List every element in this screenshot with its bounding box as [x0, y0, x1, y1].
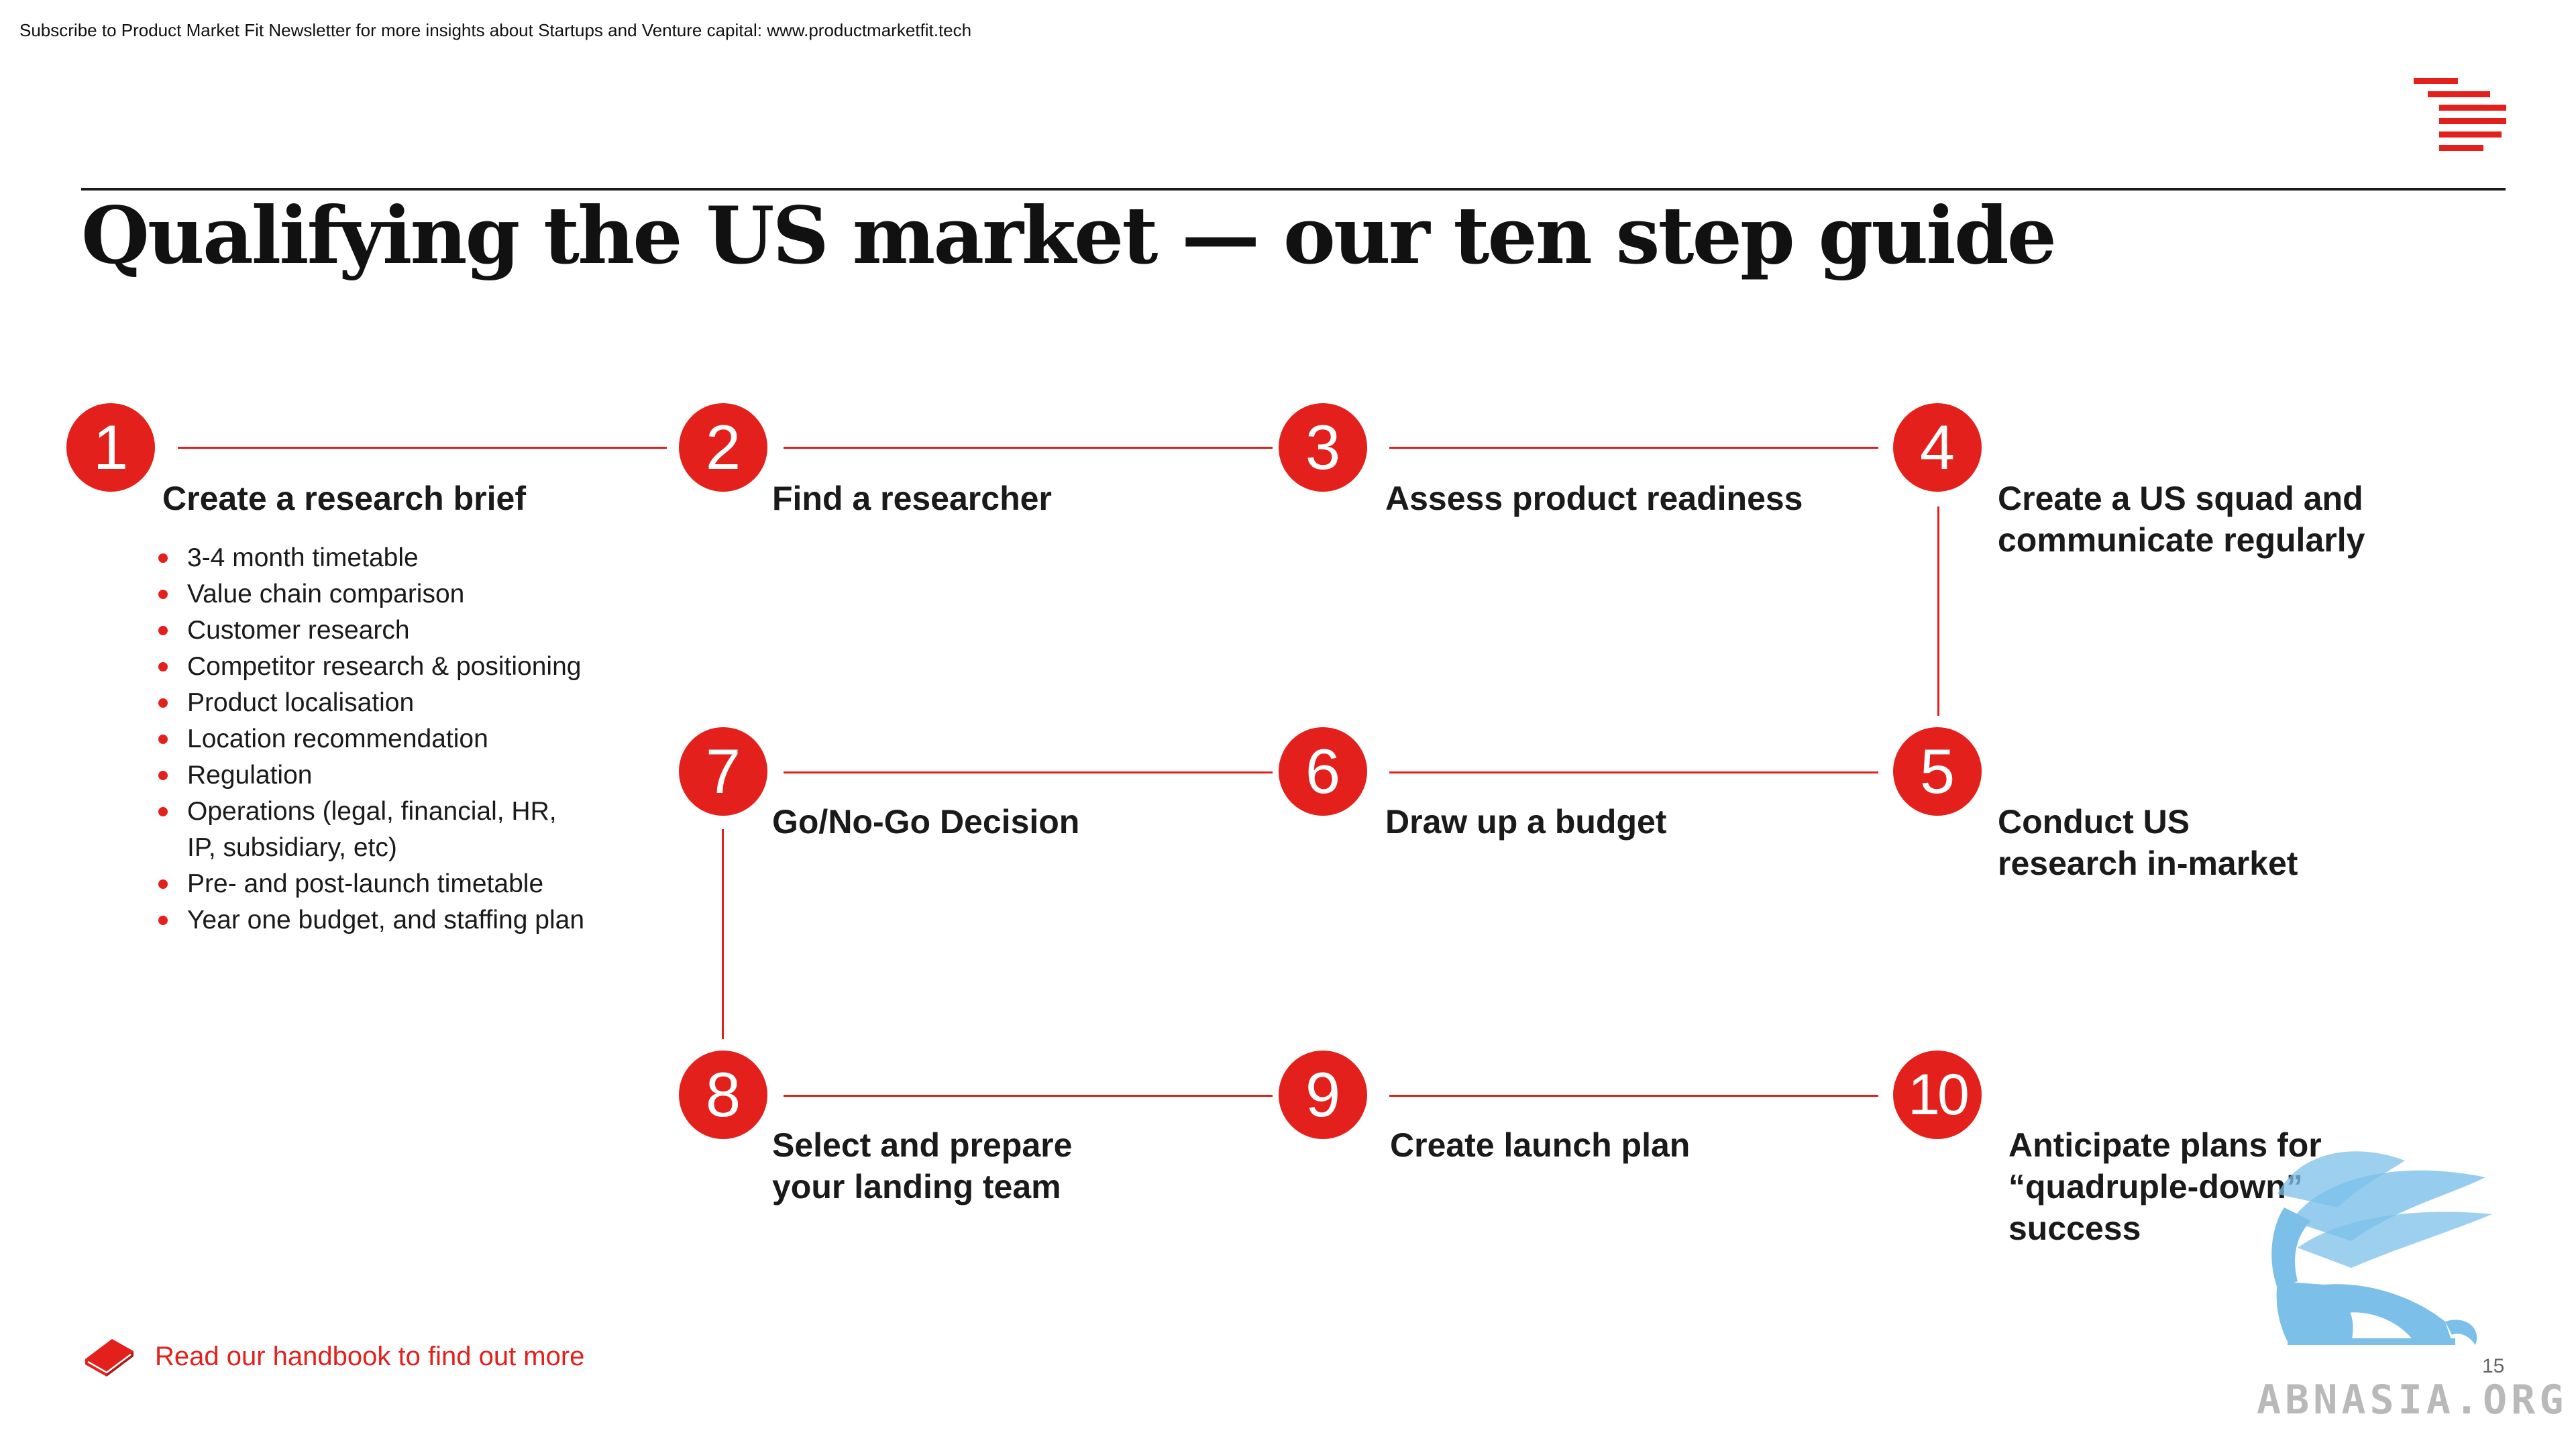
list-item: Value chain comparison: [158, 576, 584, 612]
step-2-badge: 2: [679, 403, 767, 492]
step-8-label: Select and prepare your landing team: [772, 1126, 1073, 1205]
step-1-label: Create a research brief: [162, 480, 526, 517]
step-5-badge: 5: [1893, 727, 1982, 816]
list-item: Customer research: [158, 612, 584, 649]
step-9-badge: 9: [1279, 1051, 1367, 1139]
step-10-badge: 10: [1893, 1051, 1982, 1139]
connector-5-6: [1389, 771, 1878, 773]
step-7-badge: 7: [679, 727, 767, 816]
handbook-link[interactable]: Read our handbook to find out more: [81, 1335, 584, 1378]
step-6-badge: 6: [1279, 727, 1367, 816]
watermark-text: ABNASIA.ORG: [2257, 1377, 2568, 1424]
connector-2-3: [784, 447, 1273, 449]
connector-6-7: [784, 771, 1273, 773]
connector-9-10: [1389, 1095, 1878, 1097]
list-item: Pre- and post-launch timetable: [158, 866, 584, 902]
list-item: Location recommendation: [158, 721, 584, 757]
step-4-label: Create a US squad and communicate regula…: [1998, 480, 2365, 559]
step-10-label: Anticipate plans for “quadruple-down” su…: [2008, 1126, 2322, 1247]
page-title: Qualifying the US market — our ten step …: [81, 189, 2057, 282]
connector-3-4: [1389, 447, 1878, 449]
griffin-icon: [2271, 1151, 2492, 1345]
brand-logo: [2414, 78, 2506, 151]
list-item: Operations (legal, financial, HR, IP, su…: [158, 794, 584, 866]
research-brief-list: 3-4 month timetable Value chain comparis…: [158, 540, 584, 938]
step-9-label: Create launch plan: [1390, 1126, 1690, 1164]
page-number: 15: [2482, 1355, 2505, 1377]
title-rule: [81, 188, 2506, 191]
subscribe-banner: Subscribe to Product Market Fit Newslett…: [19, 20, 972, 40]
list-item: Product localisation: [158, 685, 584, 721]
connector-8-9: [784, 1095, 1273, 1097]
step-8-badge: 8: [679, 1051, 767, 1139]
connector-1-2: [178, 447, 667, 449]
list-item: Competitor research & positioning: [158, 649, 584, 685]
handbook-link-text: Read our handbook to find out more: [155, 1341, 585, 1371]
step-6-label: Draw up a budget: [1385, 803, 1667, 841]
connector-4-5: [1937, 506, 1939, 716]
step-3-badge: 3: [1279, 403, 1367, 492]
step-3-label: Assess product readiness: [1385, 480, 1803, 517]
list-item: Year one budget, and staffing plan: [158, 902, 584, 938]
list-item: 3-4 month timetable: [158, 540, 584, 576]
step-2-label: Find a researcher: [772, 480, 1052, 517]
step-7-label: Go/No-Go Decision: [772, 803, 1080, 841]
book-icon: [85, 1339, 133, 1377]
connector-7-8: [722, 829, 724, 1039]
step-4-badge: 4: [1893, 403, 1982, 492]
step-5-label: Conduct US research in-market: [1998, 803, 2298, 882]
list-item: Regulation: [158, 757, 584, 794]
step-1-badge: 1: [66, 403, 155, 492]
